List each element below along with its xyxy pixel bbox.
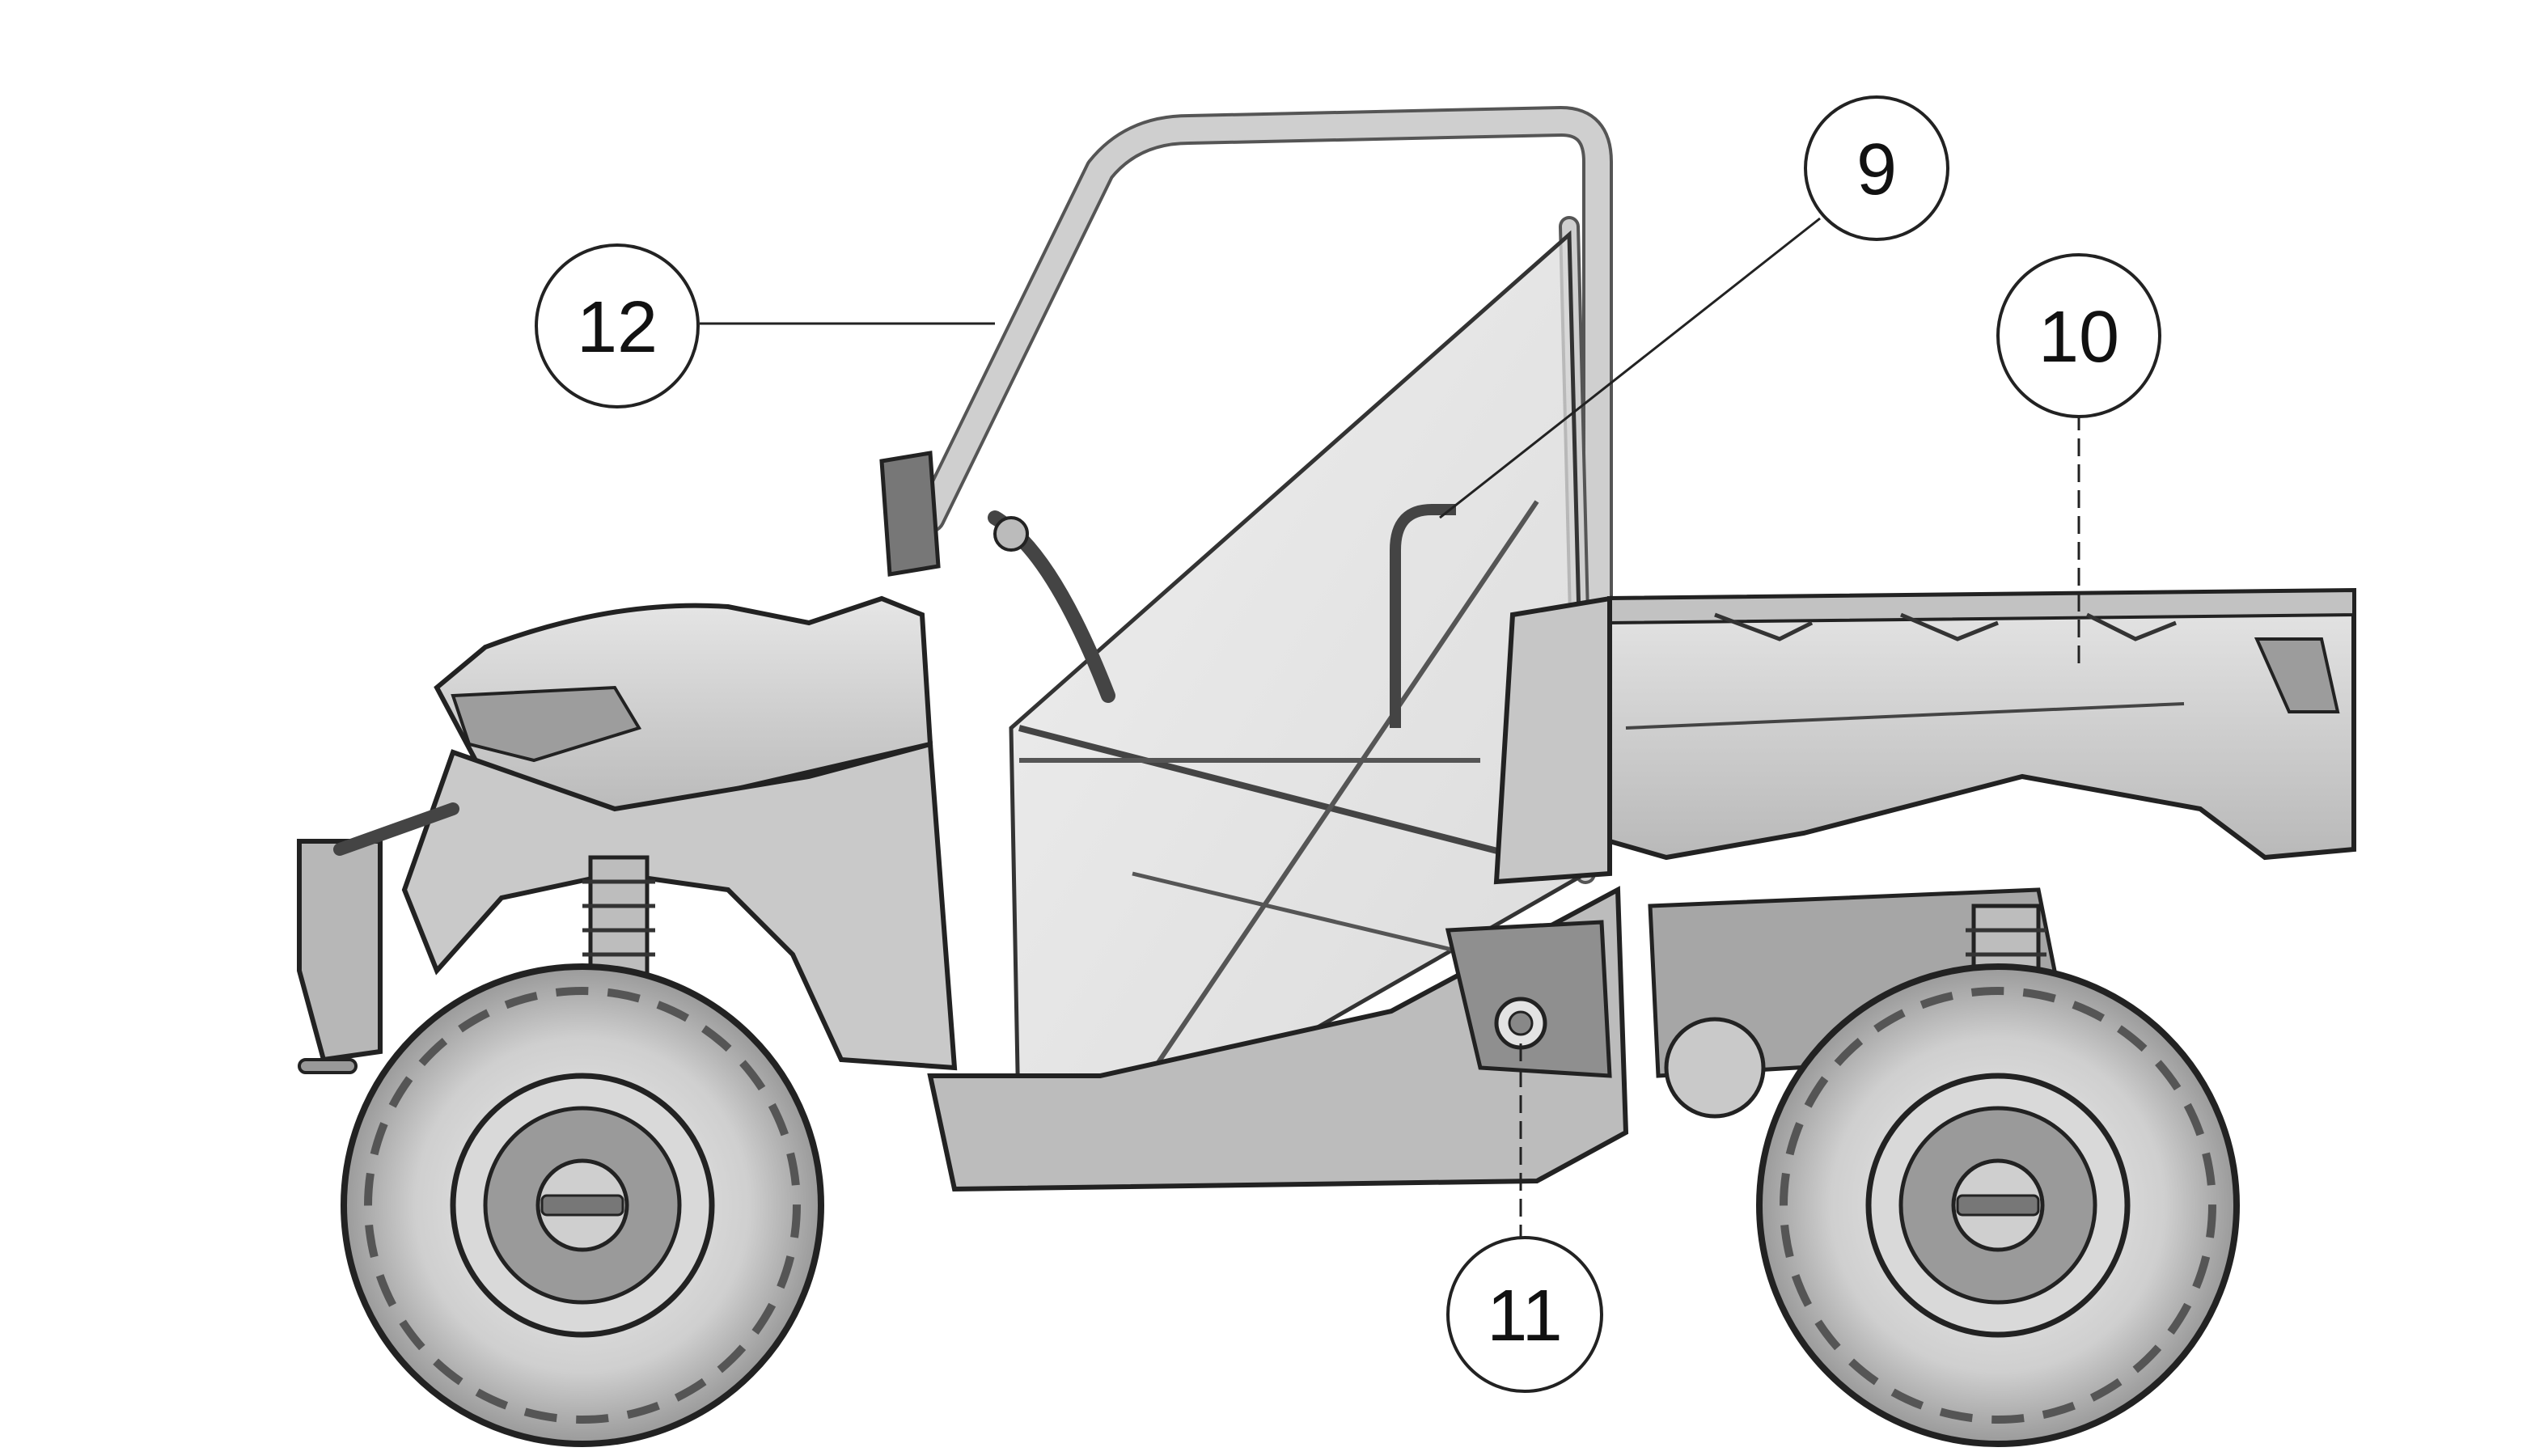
callout-12: 12 bbox=[535, 243, 700, 408]
front-wheel bbox=[341, 963, 824, 1447]
callout-11-label: 11 bbox=[1487, 1276, 1562, 1357]
leader-line-9 bbox=[1439, 217, 1821, 519]
callout-9-label: 9 bbox=[1856, 129, 1897, 210]
rear-wheel bbox=[1756, 963, 2240, 1447]
callout-10-label: 10 bbox=[2038, 297, 2119, 378]
callout-11: 11 bbox=[1446, 1236, 1603, 1393]
callout-12-label: 12 bbox=[577, 287, 658, 368]
leader-lines bbox=[700, 217, 2080, 1238]
front-bumper bbox=[297, 802, 459, 1074]
mirror-and-steering bbox=[879, 451, 1115, 703]
body-shell bbox=[401, 595, 1629, 1192]
callout-9: 9 bbox=[1804, 95, 1949, 241]
callout-10: 10 bbox=[1996, 253, 2161, 418]
cargo-bed bbox=[1607, 587, 2356, 861]
